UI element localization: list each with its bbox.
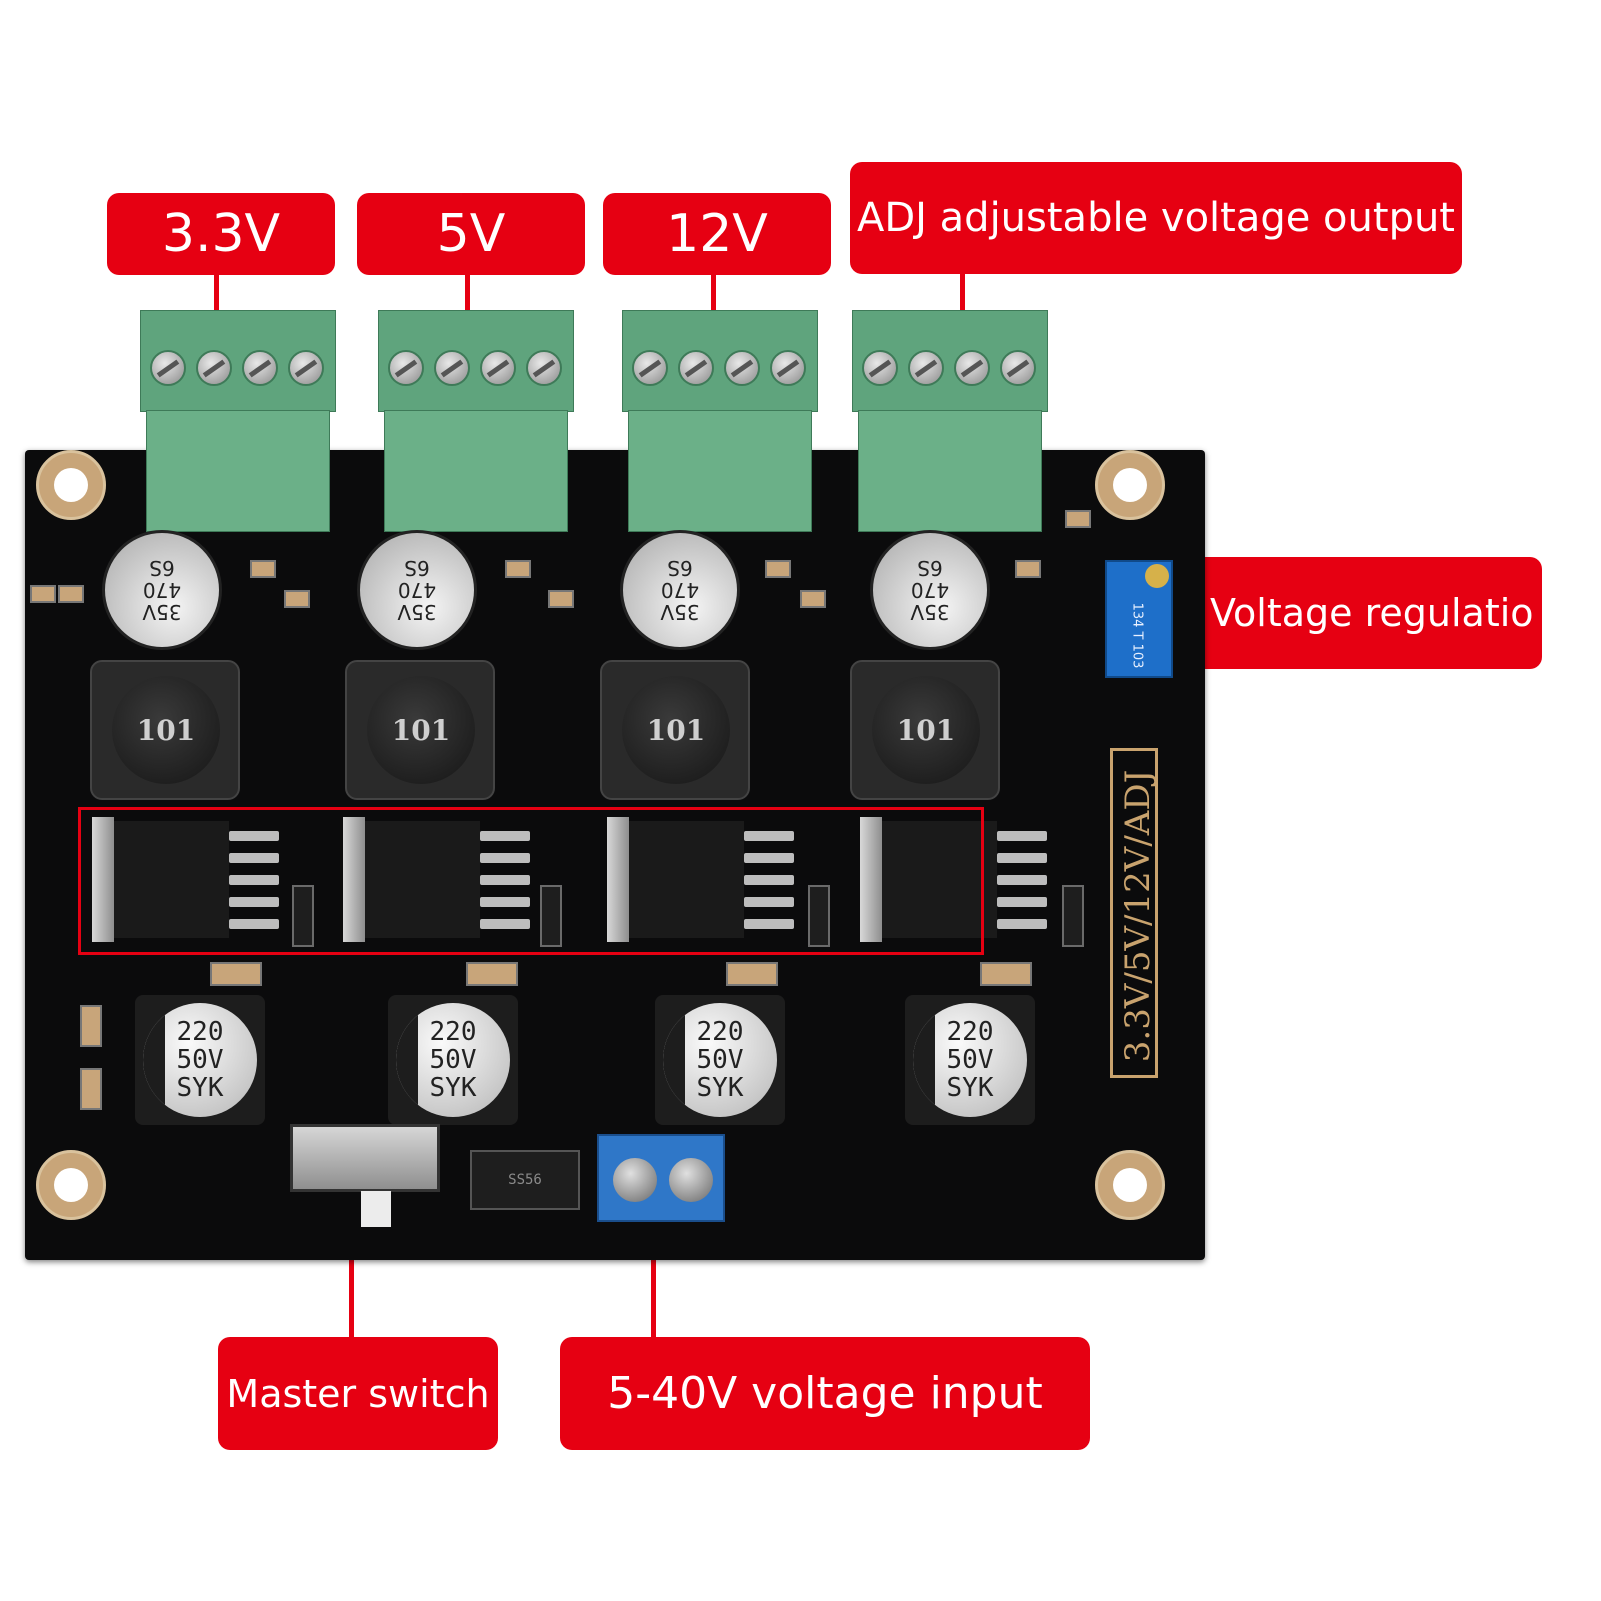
mounting-hole-top-right	[1095, 450, 1165, 520]
label-3v3-output: 3.3V	[107, 193, 335, 275]
label-adj-output: ADJ adjustable voltage output	[850, 162, 1462, 274]
smd-resistor	[250, 560, 276, 578]
smd-resistor	[505, 560, 531, 578]
leader-line-adj	[960, 274, 965, 310]
trimmer-knob-icon[interactable]	[1145, 564, 1169, 588]
smd-resistor	[80, 1068, 102, 1110]
leader-line-5v	[465, 275, 470, 313]
regulator-ic	[92, 817, 279, 942]
smd-resistor	[765, 560, 791, 578]
smd-resistor	[80, 1005, 102, 1047]
mounting-hole-bottom-right	[1095, 1150, 1165, 1220]
switch-slider[interactable]	[361, 1191, 391, 1227]
smd-resistor	[1065, 510, 1091, 528]
smd-capacitor	[980, 962, 1032, 986]
terminal-block-adj	[852, 310, 1048, 532]
inductor-101: 101	[850, 660, 1000, 800]
leader-line-voltage-input	[651, 1222, 656, 1338]
silkscreen-text: 3.3V/5V/12V/ADJ	[1118, 769, 1158, 1063]
smd-diode	[808, 885, 830, 947]
smd-resistor	[1015, 560, 1041, 578]
master-switch[interactable]	[290, 1124, 440, 1227]
smd-capacitor	[726, 962, 778, 986]
label-voltage-input: 5-40V voltage input	[560, 1337, 1090, 1450]
inductor-101: 101	[600, 660, 750, 800]
regulator-ic	[860, 817, 1047, 942]
screw-icon[interactable]	[613, 1158, 657, 1202]
regulator-highlight-box	[78, 807, 984, 955]
mounting-hole-top-left	[36, 450, 106, 520]
label-voltage-regulation: Voltage regulatio	[1192, 557, 1542, 669]
trimmer-potentiometer[interactable]: 134 T 103	[1105, 560, 1173, 678]
smd-resistor	[548, 590, 574, 608]
smd-resistor	[800, 590, 826, 608]
mounting-hole-bottom-left	[36, 1150, 106, 1220]
leader-line-12v	[711, 275, 716, 313]
smd-resistor	[58, 585, 84, 603]
leader-line-master-switch	[349, 1195, 354, 1338]
smd-capacitor	[210, 962, 262, 986]
leader-line-3v3	[214, 275, 219, 313]
input-terminal-block[interactable]	[597, 1134, 725, 1222]
silkscreen-voltage-box: 3.3V/5V/12V/ADJ	[1110, 748, 1158, 1078]
terminal-block-5v	[378, 310, 574, 532]
label-12v-output: 12V	[603, 193, 831, 275]
smd-diode	[1062, 885, 1084, 947]
smd-diode	[540, 885, 562, 947]
inductor-101: 101	[90, 660, 240, 800]
smd-resistor	[284, 590, 310, 608]
terminal-block-12v	[622, 310, 818, 532]
schottky-diode-ss56: SS56	[470, 1150, 580, 1210]
smd-diode	[292, 885, 314, 947]
regulator-ic	[343, 817, 530, 942]
terminal-block-3v3	[140, 310, 336, 532]
label-master-switch: Master switch	[218, 1337, 498, 1450]
screw-icon[interactable]	[669, 1158, 713, 1202]
smd-capacitor	[466, 962, 518, 986]
regulator-ic	[607, 817, 794, 942]
smd-resistor	[30, 585, 56, 603]
label-5v-output: 5V	[357, 193, 585, 275]
inductor-101: 101	[345, 660, 495, 800]
